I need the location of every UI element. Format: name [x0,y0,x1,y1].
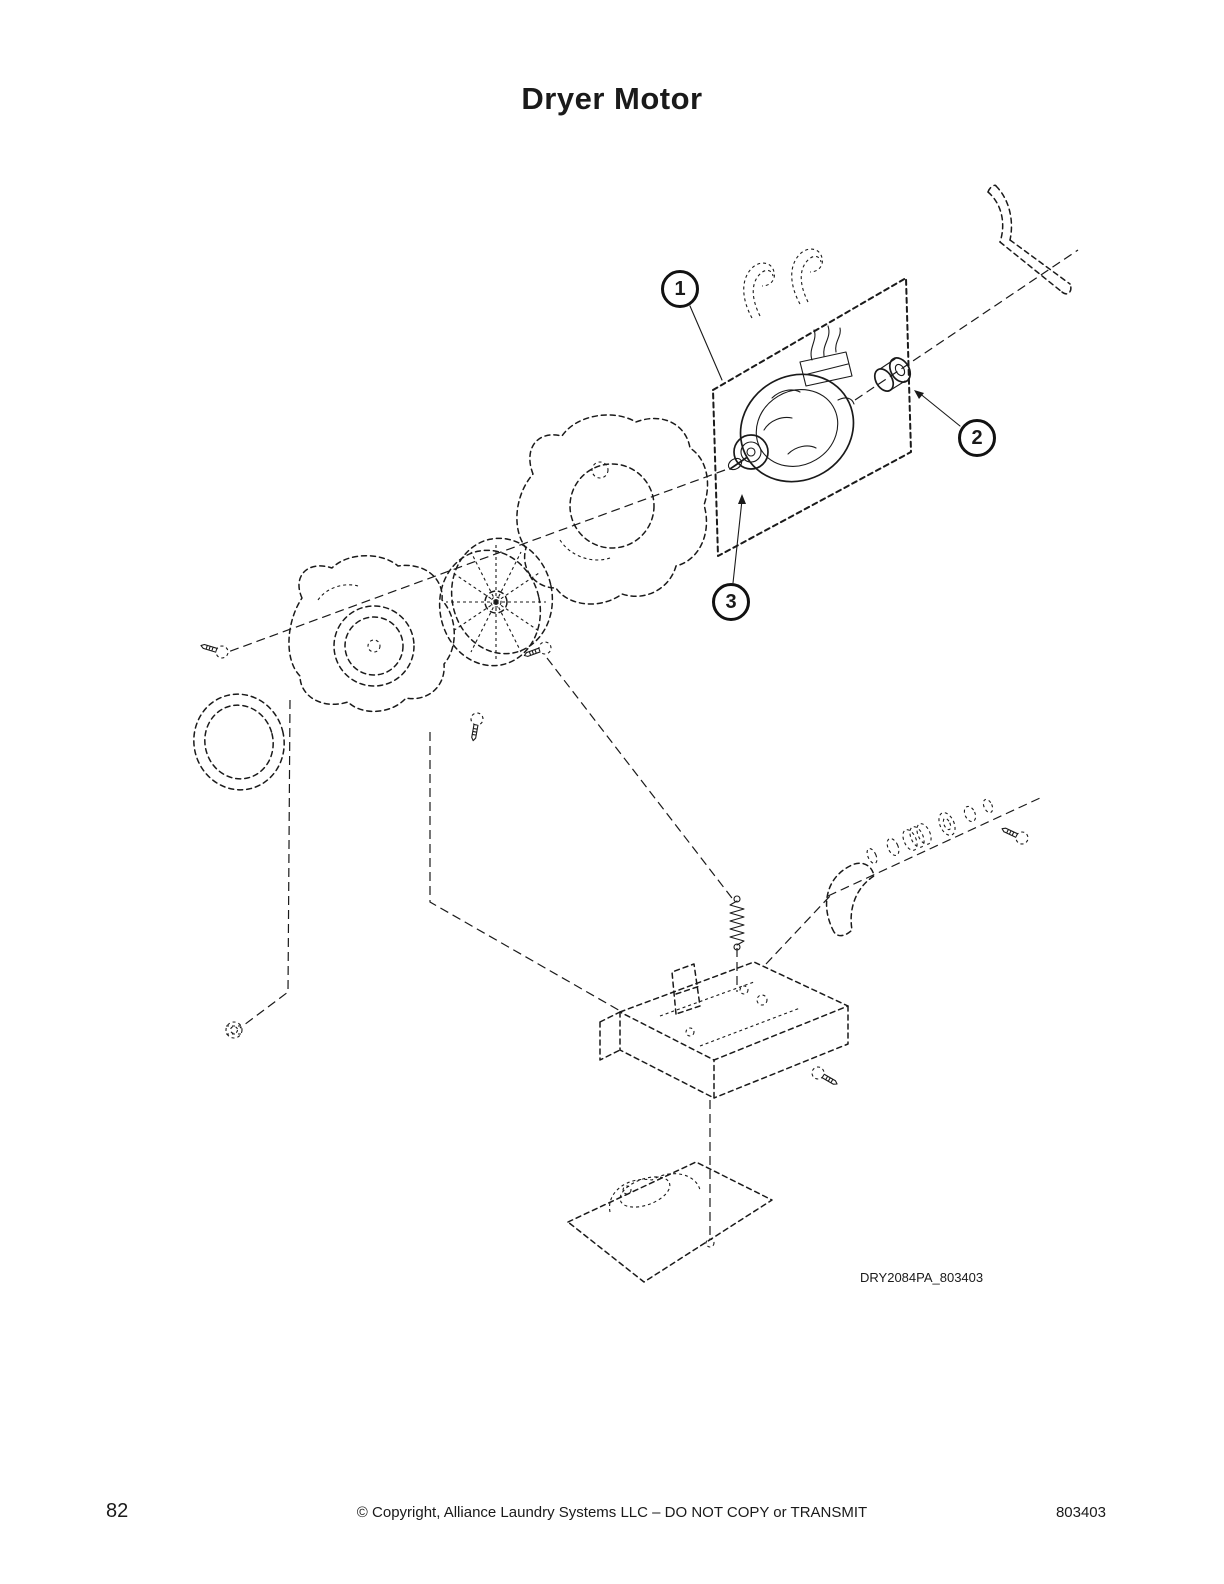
page-footer: 82 © Copyright, Alliance Laundry Systems… [0,1498,1224,1532]
idler-assembly [825,798,994,937]
drive-belt [987,184,1072,295]
callout-2-label: 2 [971,426,983,449]
screw-fasteners [198,639,1031,1090]
callout-1-label: 1 [674,277,686,300]
page-title: Dryer Motor [521,80,703,116]
document-number: 803403 [1055,1504,1106,1521]
callout-1: 1 [661,270,699,308]
blower-housing-rear [516,414,709,605]
copyright-text: © Copyright, Alliance Laundry Systems LL… [356,1504,868,1521]
wire-clips [743,248,823,319]
construction-lines [227,249,1079,1240]
hex-nut [225,1021,243,1039]
motor-mount-frame [712,277,912,557]
motor-bracket [599,961,849,1099]
drive-pulley [873,357,912,392]
seal-ring [193,693,285,791]
diagram-code-label: DRY2084PA_803403 [860,1270,984,1285]
callout-2: 2 [958,419,996,457]
motor-assembly [727,325,855,483]
callout-3-label: 3 [725,590,737,613]
tension-spring [729,895,745,951]
page-number: 82 [106,1500,129,1522]
callout-3: 3 [712,583,750,621]
callout-leaders [689,305,961,584]
base-plate [567,1161,773,1283]
blower-wheel [438,537,554,667]
blower-housing-front [288,555,455,713]
